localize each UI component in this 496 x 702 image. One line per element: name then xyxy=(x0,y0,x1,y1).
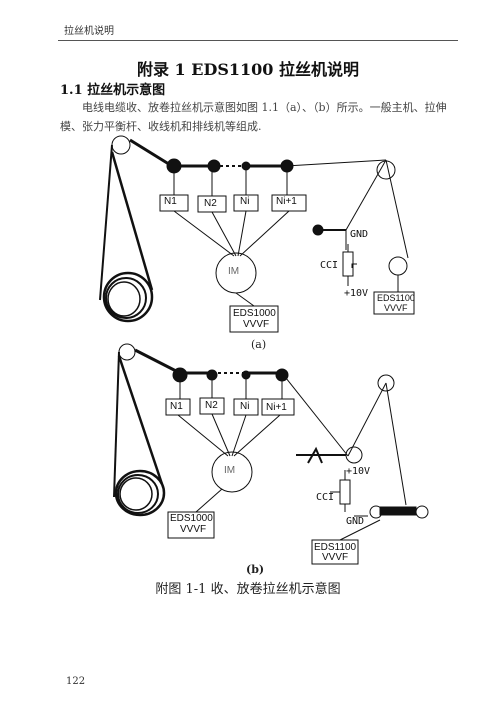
guide-pulley-a-top xyxy=(111,135,131,155)
eds1100-box-a xyxy=(373,291,415,315)
eds1000-box-b xyxy=(167,511,215,539)
takeup-pulley-b-right xyxy=(415,505,429,519)
dancer-pivot-b xyxy=(307,446,323,464)
capstan-b-4 xyxy=(275,368,289,382)
drive-label-b-ni: Ni xyxy=(240,401,250,412)
eds1100-label-b-1: EDS1100 xyxy=(314,542,357,553)
capstan-b-1 xyxy=(172,367,188,383)
running-header: 拉丝机说明 xyxy=(64,26,114,37)
motor-label-a: IM xyxy=(228,266,240,277)
gnd-label-a: GND xyxy=(350,229,369,240)
drive-label-a-n2: N2 xyxy=(204,198,217,209)
payoff-coil-a xyxy=(102,271,154,323)
potentiometer-b xyxy=(339,479,351,505)
guide-pulley-b-top xyxy=(118,343,136,361)
capstan-a-4 xyxy=(280,159,294,173)
guide-pulley-b-right xyxy=(377,374,395,392)
eds1100-label-a-2: VVVF xyxy=(384,303,408,313)
voltage-label-b: +10V xyxy=(346,466,371,477)
drive-label-a-n1: N1 xyxy=(164,196,177,207)
motor-label-b: IM xyxy=(224,465,236,476)
section-heading: 1.1 拉丝机示意图 xyxy=(60,83,166,98)
drive-label-b-n1: N1 xyxy=(170,401,183,412)
dancer-a xyxy=(312,224,324,236)
motor-b xyxy=(211,451,253,493)
voltage-label-a: +10V xyxy=(344,288,369,299)
traverse-bar-b xyxy=(379,506,417,516)
cci-label-b: CCI xyxy=(316,492,335,503)
capstan-a-2 xyxy=(207,159,221,173)
sublabel-a: (a) xyxy=(251,338,267,351)
takeup-pulley-b-left xyxy=(369,505,383,519)
cci-label-a: CCI xyxy=(320,260,339,271)
capstan-b-2 xyxy=(206,369,218,381)
drive-label-b-ni1: Ni+1 xyxy=(266,402,287,413)
eds1000-label-a-1: EDS1000 xyxy=(233,308,276,319)
capstan-b-3 xyxy=(241,370,251,380)
eds1000-label-a-2: VVVF xyxy=(243,319,270,330)
header-rule xyxy=(58,40,458,41)
capstan-a-1 xyxy=(166,158,182,174)
drive-box-b-ni1 xyxy=(261,398,295,416)
takeup-pulley-a xyxy=(388,256,408,276)
capstan-a-3 xyxy=(241,161,251,171)
payoff-coil-b xyxy=(114,469,166,517)
eds1100-label-a-1: EDS1100 xyxy=(377,293,415,303)
eds1000-box-a xyxy=(229,305,279,333)
intro-paragraph: 电线电缆收、放卷拉丝机示意图如图 1.1（a）、（b）所示。一般主机、拉伸模、张… xyxy=(60,101,447,133)
figure-caption: 附图 1-1 收、放卷拉丝机示意图 xyxy=(155,582,341,597)
drive-label-a-ni: Ni xyxy=(240,196,250,207)
drive-label-a-ni1: Ni+1 xyxy=(276,196,297,207)
drive-label-b-n2: N2 xyxy=(205,400,218,411)
guide-pulley-a-right xyxy=(376,160,396,180)
gnd-label-b: GND xyxy=(346,516,365,527)
appendix-title: 附录 1 EDS1100 拉丝机说明 xyxy=(136,60,359,79)
page-number: 122 xyxy=(66,676,86,687)
eds1100-label-b-2: VVVF xyxy=(322,552,349,563)
sublabel-b: (b) xyxy=(246,563,265,576)
eds1100-box-b xyxy=(311,539,359,565)
eds1000-label-b-1: EDS1000 xyxy=(170,513,213,524)
eds1000-label-b-2: VVVF xyxy=(180,524,207,535)
